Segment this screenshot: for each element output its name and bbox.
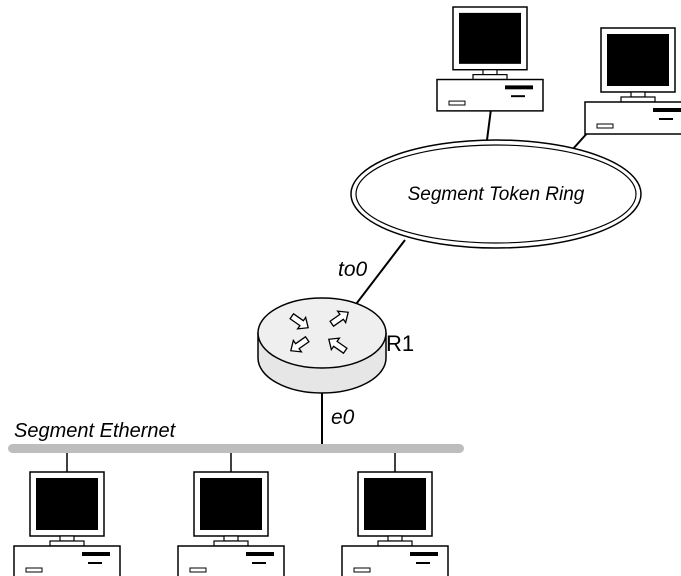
router-icon bbox=[257, 297, 387, 394]
computer-icon bbox=[584, 27, 681, 135]
link-ring-router bbox=[349, 239, 406, 313]
router-name-label: R1 bbox=[386, 331, 414, 356]
router-interface-tr-label: to0 bbox=[338, 258, 368, 281]
computer-icon bbox=[13, 471, 121, 576]
token-ring-segment: Segment Token Ring bbox=[350, 139, 642, 249]
ethernet-segment-label: Segment Ethernet bbox=[14, 420, 177, 442]
link-ring-pc1 bbox=[486, 108, 492, 141]
ethernet-segment: Segment Ethernet bbox=[8, 420, 464, 453]
computer-icon bbox=[177, 471, 285, 576]
token-ring-label: Segment Token Ring bbox=[408, 184, 585, 205]
computer-icon bbox=[436, 6, 544, 112]
token-ring-icon bbox=[350, 139, 642, 249]
router-interface-eth-label: e0 bbox=[331, 406, 355, 429]
computer-icon bbox=[341, 471, 449, 576]
